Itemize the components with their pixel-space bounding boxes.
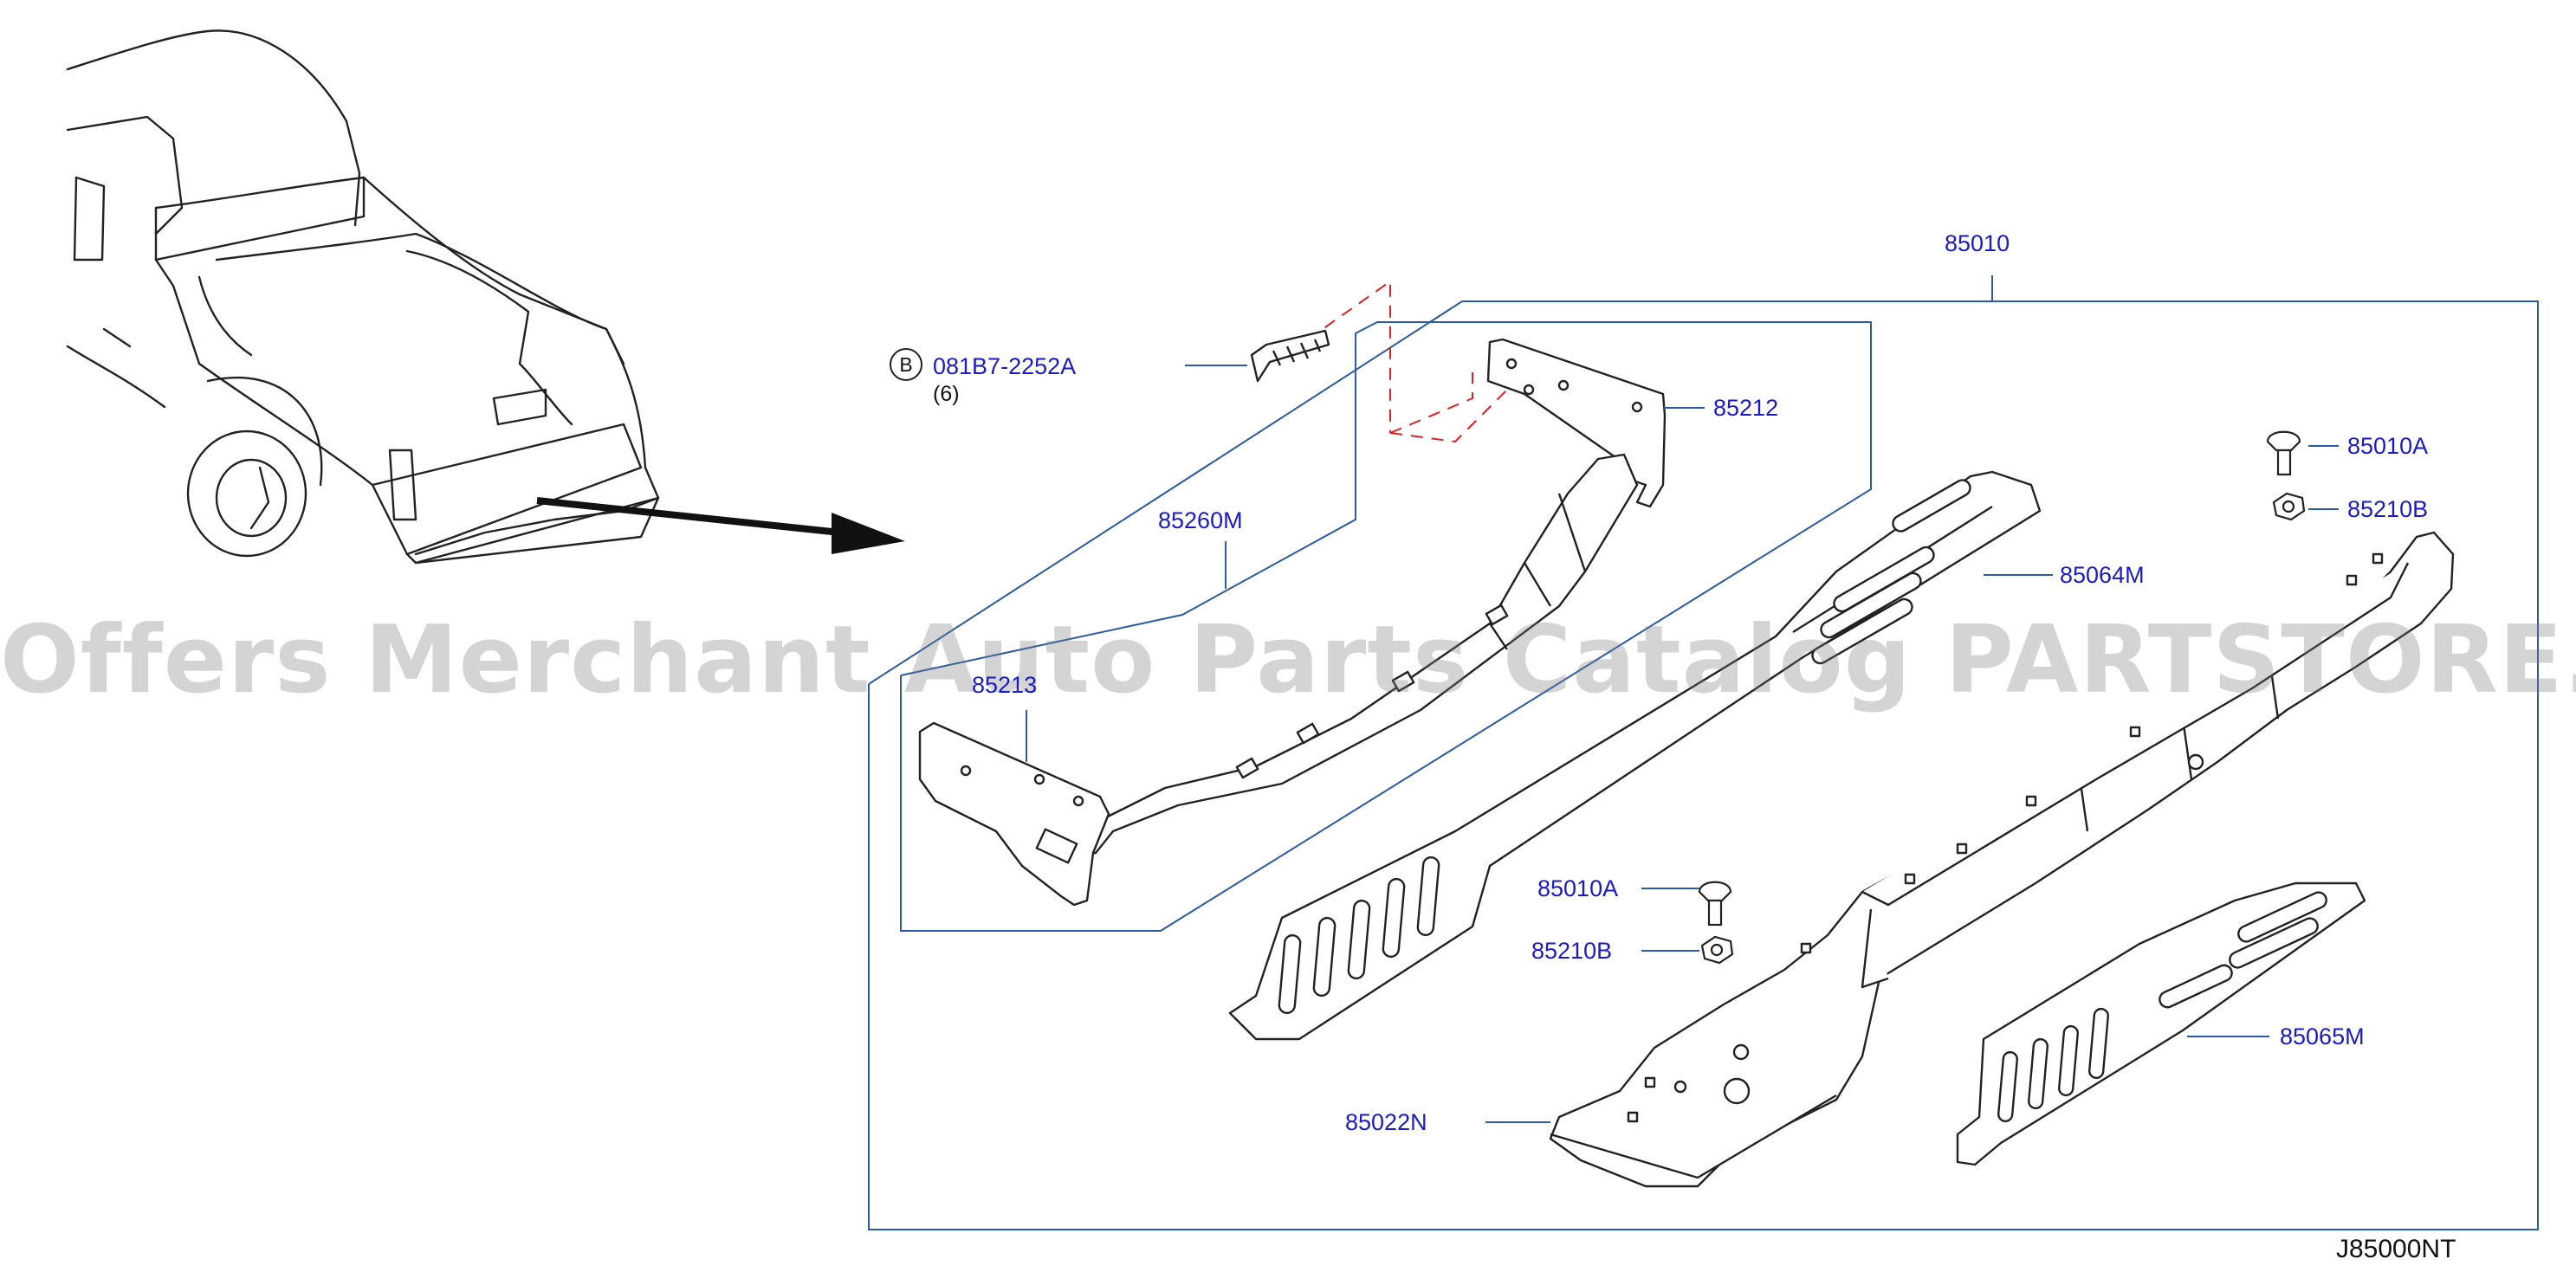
bolt-badge-b: B xyxy=(890,348,922,381)
location-arrow xyxy=(536,497,905,554)
label-bracket-85212[interactable]: 85212 xyxy=(1713,395,1779,421)
label-clip-85010a-lower[interactable]: 85010A xyxy=(1537,875,1619,901)
bolt-dashed-indicator xyxy=(1307,280,1525,443)
nut-85210b-lower-part[interactable] xyxy=(1700,935,1734,965)
truck-illustration xyxy=(66,29,660,565)
bracket-85212-part[interactable] xyxy=(1486,338,1667,508)
bolt-part[interactable] xyxy=(1250,329,1330,383)
label-stay-85260m[interactable]: 85260M xyxy=(1158,507,1243,533)
bolt-quantity: (6) xyxy=(933,382,960,406)
label-bracket-85213[interactable]: 85213 xyxy=(972,672,1038,698)
label-pad-85064m[interactable]: 85064M xyxy=(2060,562,2145,588)
stay-frame xyxy=(900,321,1872,932)
leader-lines xyxy=(1026,365,2339,1123)
clip-85010a-lower-part[interactable] xyxy=(1698,881,1732,927)
label-clip-85010a-upper[interactable]: 85010A xyxy=(2347,433,2429,459)
label-nut-85210b-lower[interactable]: 85210B xyxy=(1531,938,1613,964)
label-assembly-85010[interactable]: 85010 xyxy=(1945,230,2010,256)
diagram-code: J85000NT xyxy=(2336,1235,2456,1263)
bracket-85213-part[interactable] xyxy=(918,721,1110,907)
assembly-frame xyxy=(868,275,2539,1230)
label-pad-85065m[interactable]: 85065M xyxy=(2280,1023,2365,1049)
step-bumper-85022n-part[interactable] xyxy=(1549,531,2455,1188)
label-nut-85210b-upper[interactable]: 85210B xyxy=(2347,496,2429,522)
watermark-text: Offers Merchant Auto Parts Catalog PARTS… xyxy=(0,606,2576,714)
clip-85010a-upper-part[interactable] xyxy=(2266,430,2301,476)
nut-85210b-upper-part[interactable] xyxy=(2272,492,2306,521)
label-step-bumper-85022n[interactable]: 85022N xyxy=(1345,1109,1427,1135)
pad-85065m-part[interactable] xyxy=(1956,881,2366,1166)
pad-85064m-part[interactable] xyxy=(1228,470,2042,1041)
label-bolt-081b7-2252a[interactable]: 081B7-2252A xyxy=(933,353,1077,379)
